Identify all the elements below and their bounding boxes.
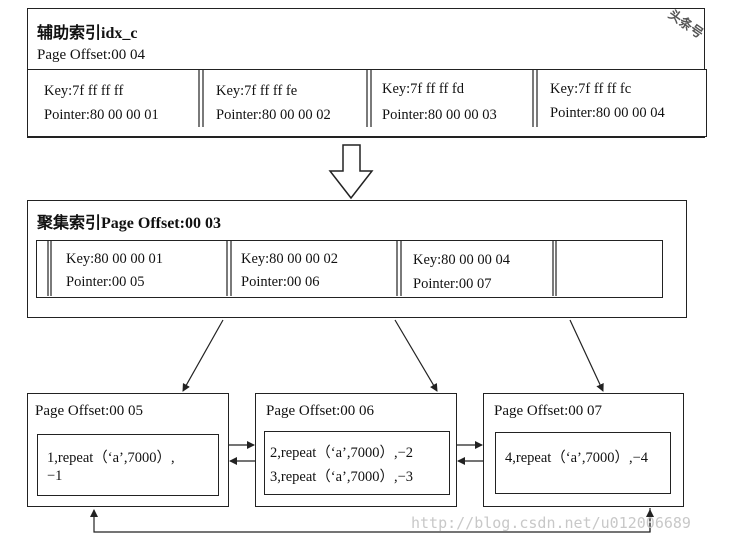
pointer-arrow-to-page-06 [394,319,438,392]
leaf-record-line: 3,repeat（‘a’,7000）,−3 [270,469,414,485]
leaf-record-line: 2,repeat（‘a’,7000）,−2 [270,445,414,461]
index-pointer: Pointer:00 06 [241,274,320,290]
index-key: Key:7f ff ff fe [216,83,298,99]
leaf-record-box: 1,repeat（‘a’,7000）, −1 [37,434,219,496]
pointer-arrow-to-page-05 [182,319,224,392]
index-key: Key:7f ff ff fc [550,81,632,97]
secondary-index-cell: Key:7f ff ff fe Pointer:80 00 00 02 [204,70,368,136]
secondary-index-page: 辅助索引idx_c Page Offset:00 04 Key:7f ff ff… [27,8,707,138]
clustered-index-cell: Key:80 00 00 04 Pointer:00 07 [403,241,553,297]
leaf-record-box: 4,repeat（‘a’,7000）,−4 [495,432,671,494]
leaf-page-offset: Page Offset:00 06 [266,403,375,419]
index-key: Key:80 00 00 02 [241,251,339,267]
url-watermark: http://blog.csdn.net/u012006689 [411,514,691,532]
secondary-index-page-offset: Page Offset:00 04 [37,47,146,63]
clustered-index-title: 聚集索引Page Offset:00 03 [37,215,221,232]
leaf-record-line: −1 [47,468,63,484]
index-pointer: Pointer:00 07 [413,276,492,292]
leaf-record-line: 1,repeat（‘a’,7000）, [47,450,175,466]
index-key: Key:7f ff ff ff [44,83,124,99]
leaf-page-offset: Page Offset:00 07 [494,403,603,419]
index-pointer: Pointer:80 00 00 01 [44,107,159,123]
index-key: Key:7f ff ff fd [382,81,465,97]
index-key: Key:80 00 00 04 [413,252,511,268]
leaf-page-06: Page Offset:00 06 2,repeat（‘a’,7000）,−2 … [255,393,457,507]
clustered-index-cell: Key:80 00 00 02 Pointer:00 06 [231,241,399,297]
clustered-index-dividers [47,241,557,296]
clustered-index-record-row: Key:80 00 00 01 Pointer:00 05 Key:80 00 … [36,240,663,298]
secondary-index-cell: Key:7f ff ff fc Pointer:80 00 00 04 [538,70,706,136]
index-key: Key:80 00 00 01 [66,251,164,267]
index-pointer: Pointer:80 00 00 03 [382,107,497,123]
leaf-page-05: Page Offset:00 05 1,repeat（‘a’,7000）, −1 [27,393,229,507]
hollow-down-arrow [328,144,374,200]
index-pointer: Pointer:80 00 00 02 [216,107,331,123]
index-pointer: Pointer:80 00 00 04 [550,105,665,121]
leaf-record-box: 2,repeat（‘a’,7000）,−2 3,repeat（‘a’,7000）… [264,431,450,495]
secondary-index-cell: Key:7f ff ff fd Pointer:80 00 00 03 [372,70,534,136]
clustered-index-page: 聚集索引Page Offset:00 03 Key:80 00 00 01 Po… [27,200,687,318]
leaf-record-line: 4,repeat（‘a’,7000）,−4 [505,450,649,466]
pointer-arrow-to-page-07 [569,319,604,392]
secondary-index-title: 辅助索引idx_c [37,25,138,42]
leaf-page-offset: Page Offset:00 05 [35,403,144,419]
secondary-index-dividers [198,70,538,127]
leaf-page-07: Page Offset:00 07 4,repeat（‘a’,7000）,−4 [483,393,684,507]
index-pointer: Pointer:00 05 [66,274,145,290]
clustered-index-cell: Key:80 00 00 01 Pointer:00 05 [51,241,227,297]
secondary-index-cell: Key:7f ff ff ff Pointer:80 00 00 01 [28,70,200,136]
